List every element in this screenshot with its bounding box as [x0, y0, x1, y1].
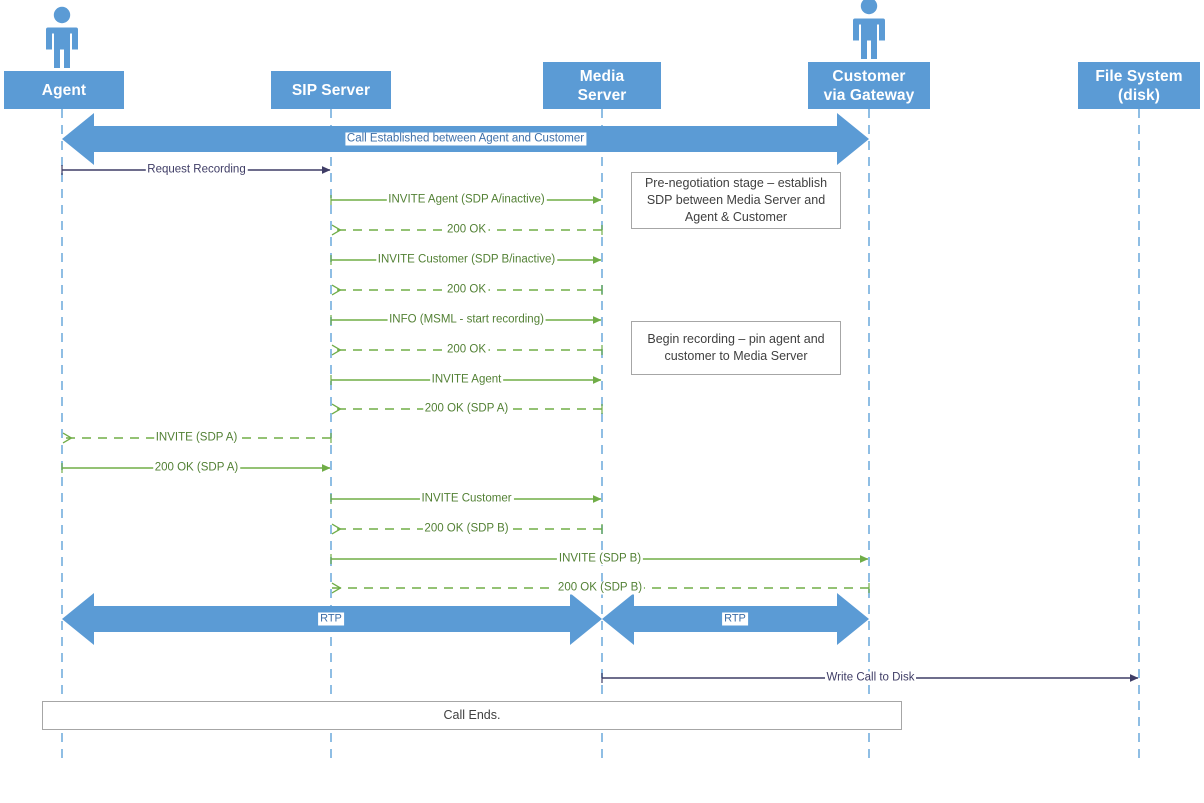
note-begin-recording: Begin recording – pin agent and customer…	[631, 321, 841, 375]
note-text: Pre-negotiation stage – establish SDP be…	[644, 176, 828, 224]
message-label-m10: INVITE (SDP A)	[153, 431, 240, 445]
actor-icon-agent	[40, 6, 84, 70]
message-label-m08: INVITE Agent	[429, 373, 504, 387]
message-label-m01: Request Recording	[145, 163, 248, 177]
band-label-rtp-right: RTP	[722, 612, 748, 626]
band-label-rtp-left: RTP	[318, 612, 344, 626]
message-label-m16: Write Call to Disk	[824, 671, 917, 685]
lifeline-header-label: SIP Server	[291, 81, 371, 99]
message-label-m15: 200 OK (SDP B)	[555, 581, 645, 595]
message-label-m13: 200 OK (SDP B)	[422, 522, 511, 536]
call-ends-bar: Call Ends.	[42, 701, 902, 730]
message-label-m02: INVITE Agent (SDP A/inactive)	[386, 193, 547, 207]
lifeline-header-label: Agent	[41, 81, 87, 99]
message-label-m06: INFO (MSML - start recording)	[387, 313, 546, 327]
message-label-m12: INVITE Customer	[419, 492, 514, 506]
call-ends-label: Call Ends.	[443, 708, 501, 722]
lifeline-header-label: File System(disk)	[1095, 67, 1183, 104]
note-pre-negotiation: Pre-negotiation stage – establish SDP be…	[631, 172, 841, 229]
lifeline-header-sip[interactable]: SIP Server	[271, 71, 391, 109]
message-label-m07: 200 OK	[445, 343, 488, 357]
message-label-m05: 200 OK	[445, 283, 488, 297]
note-text: Begin recording – pin agent and customer…	[647, 332, 825, 363]
actor-icon-customer	[847, 0, 891, 61]
band-label-call-established: Call Established between Agent and Custo…	[344, 132, 587, 146]
lifeline-header-filesystem[interactable]: File System(disk)	[1078, 62, 1200, 109]
message-label-m14: INVITE (SDP B)	[556, 552, 644, 566]
message-label-m11: 200 OK (SDP A)	[152, 461, 241, 475]
message-label-m09: 200 OK (SDP A)	[422, 402, 511, 416]
lifeline-header-agent[interactable]: Agent	[4, 71, 124, 109]
message-label-m03: 200 OK	[445, 223, 488, 237]
message-label-m04: INVITE Customer (SDP B/inactive)	[375, 253, 558, 267]
